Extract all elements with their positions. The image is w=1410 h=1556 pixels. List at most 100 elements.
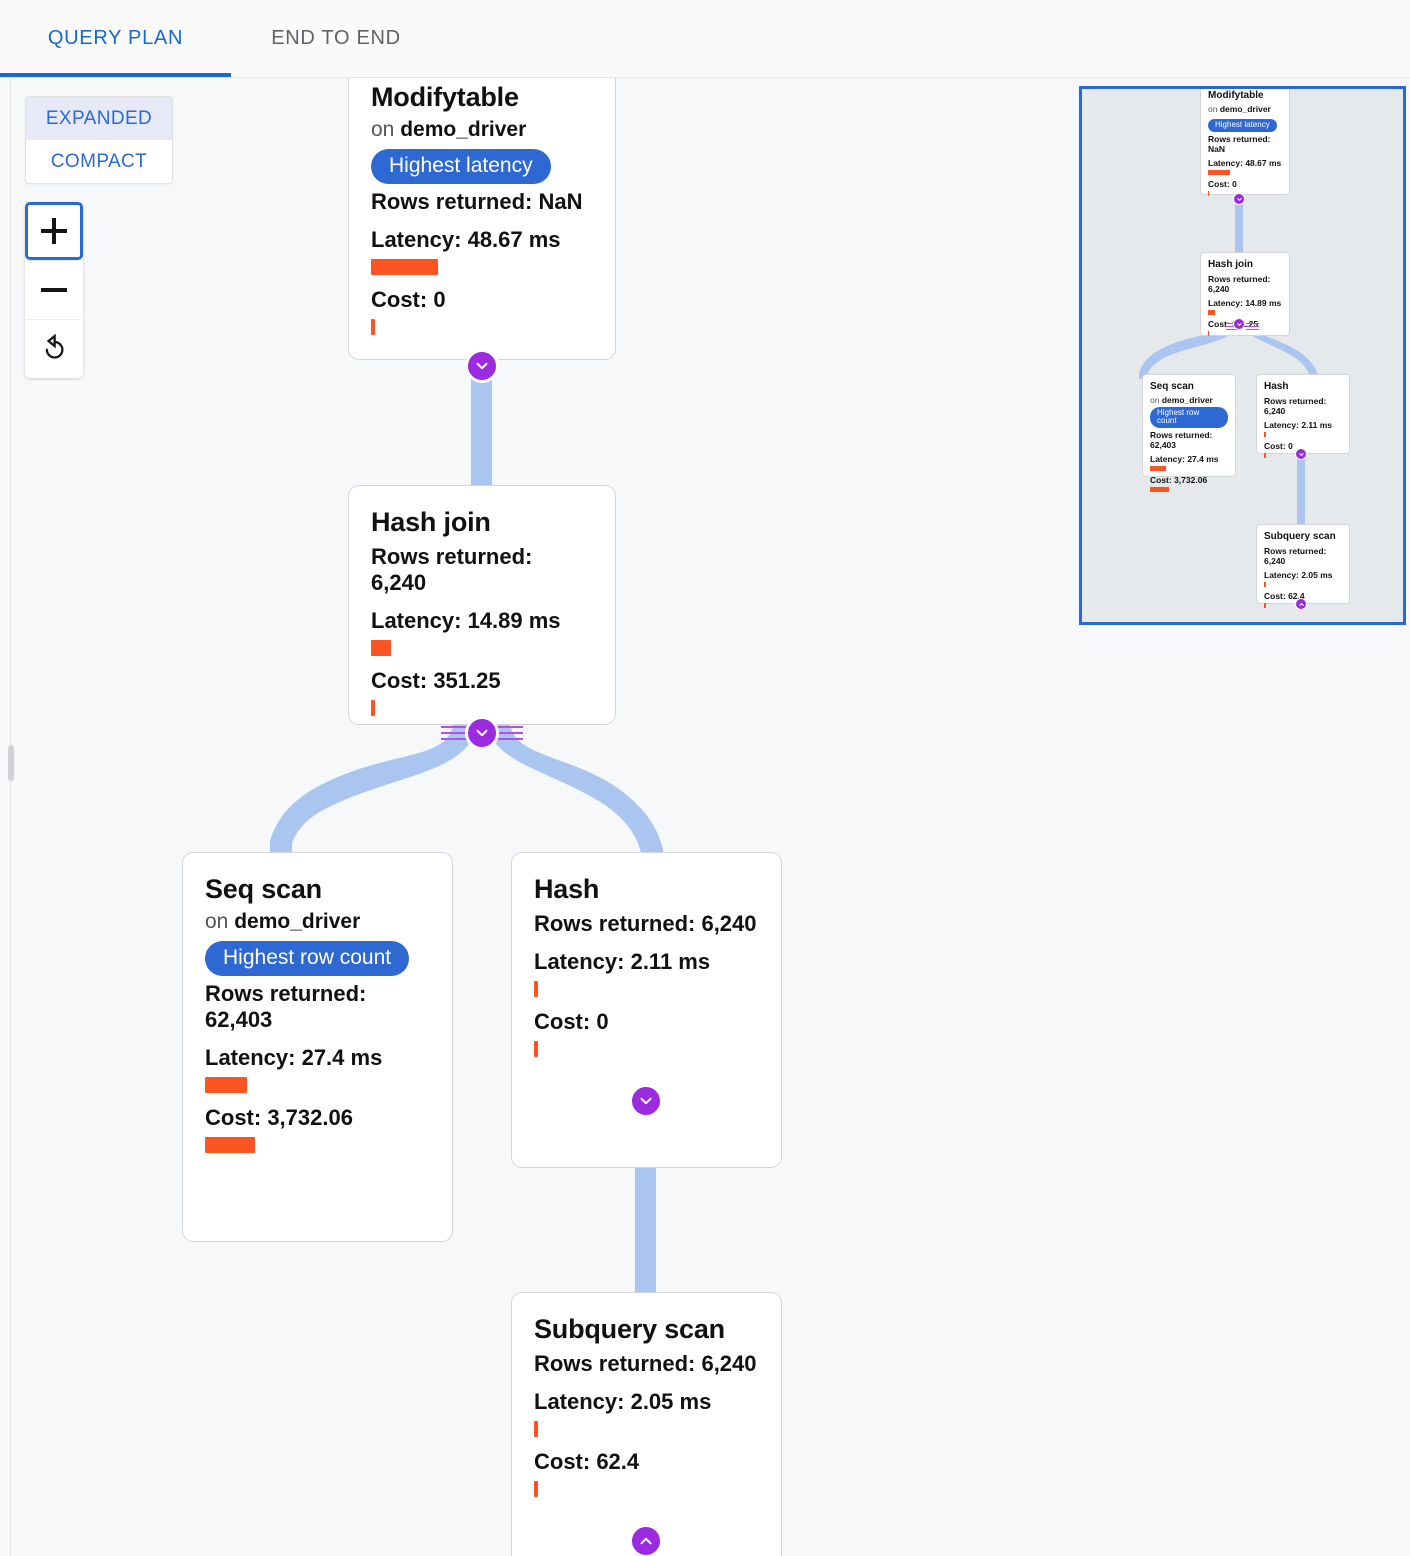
cost-bar <box>1264 452 1266 458</box>
metric-rows-returned: Rows returned: 6,240 <box>1264 545 1327 566</box>
zoom-in-button[interactable] <box>25 202 83 260</box>
metric-cost: Cost: 3,732.06 <box>205 1104 353 1130</box>
metric-rows-returned: Rows returned: 6,240 <box>534 1350 757 1376</box>
chevron-down-icon <box>1236 197 1242 201</box>
reset-icon <box>45 334 64 359</box>
plan-node-subquery-scan[interactable]: Subquery scan Rows returned: 6,240 Laten… <box>511 1292 782 1556</box>
metric-latency: Latency: 48.67 ms <box>1208 157 1282 168</box>
metric-latency: Latency: 27.4 ms <box>1150 453 1219 464</box>
on-label: on <box>1208 103 1218 114</box>
metric-latency: Latency: 2.11 ms <box>1264 419 1333 430</box>
latency-bar <box>371 639 391 656</box>
edge-hashjoin-seqscan <box>270 723 475 863</box>
zoom-out-button[interactable] <box>25 261 83 319</box>
relation-name: demo_driver <box>234 909 361 933</box>
tab-query-plan[interactable]: QUERY PLAN <box>0 0 231 77</box>
metric-rows-returned: Rows returned: NaN <box>1208 133 1271 154</box>
metric-cost: Cost: 351.25 <box>371 667 501 693</box>
panel-resize-handle[interactable] <box>8 745 14 781</box>
metric-rows-returned: Rows returned: 6,240 <box>534 910 757 936</box>
metric-rows-returned: Rows returned: 6,240 <box>1208 273 1271 294</box>
metric-latency: Latency: 2.11 ms <box>534 948 711 974</box>
status-badge: Highest latency <box>1208 118 1277 132</box>
zoom-reset-button[interactable] <box>25 320 83 378</box>
node-title: Subquery scan <box>1264 531 1336 542</box>
minimap-node-seq-scan: Seq scan on demo_driver Highest row coun… <box>1142 374 1236 492</box>
metric-latency: Latency: 2.05 ms <box>534 1388 712 1414</box>
metric-cost: Cost: 62.4 <box>534 1448 640 1474</box>
metric-latency: Latency: 48.67 ms <box>371 226 561 252</box>
status-badge: Highest row count <box>1150 406 1228 428</box>
node-title: Hash <box>534 874 600 904</box>
metric-cost: Cost: 0 <box>371 286 446 312</box>
minimap-connector-modifytable <box>1233 193 1245 205</box>
metric-cost: Cost: 0 <box>1208 178 1237 189</box>
cost-bar <box>1208 190 1210 196</box>
node-title: Subquery scan <box>534 1314 725 1344</box>
connector-hash[interactable] <box>629 1084 663 1118</box>
on-label: on <box>1150 394 1160 405</box>
node-title: Seq scan <box>205 874 322 904</box>
node-title: Modifytable <box>1208 90 1264 101</box>
connector-hash-join[interactable] <box>465 716 499 750</box>
connector-subquery-scan[interactable] <box>629 1524 663 1556</box>
connector-modifytable[interactable] <box>465 349 499 383</box>
node-relation: on demo_driver <box>1208 104 1282 114</box>
zoom-controls <box>25 202 83 378</box>
minimap-node-modifytable: Modifytable on demo_driver Highest laten… <box>1200 89 1290 196</box>
cost-bar <box>1264 602 1266 608</box>
minimap-edge-modifytable-hashjoin <box>1235 199 1243 254</box>
edge-hashjoin-hash <box>488 723 663 863</box>
cost-bar <box>534 1480 538 1497</box>
node-title: Hash join <box>1208 259 1254 270</box>
latency-bar <box>1208 169 1231 175</box>
mode-button-compact[interactable]: COMPACT <box>26 140 172 183</box>
metric-latency: Latency: 2.05 ms <box>1264 569 1333 580</box>
cost-bar <box>1208 330 1210 336</box>
metric-latency: Latency: 14.89 ms <box>371 607 561 633</box>
mode-button-expanded[interactable]: EXPANDED <box>26 97 172 140</box>
divider <box>27 319 81 320</box>
node-title: Hash join <box>371 507 491 537</box>
metric-latency: Latency: 27.4 ms <box>205 1044 383 1070</box>
metric-rows-returned: Rows returned: 6,240 <box>371 543 533 595</box>
plan-node-seq-scan[interactable]: Seq scan on demo_driver Highest row coun… <box>182 852 453 1242</box>
plan-minimap[interactable]: Modifytable on demo_driver Highest laten… <box>1079 86 1406 625</box>
chevron-down-icon <box>1236 322 1242 326</box>
minimap-connector-hash-join <box>1233 318 1245 330</box>
latency-bar <box>371 258 438 275</box>
cost-bar <box>1150 486 1169 492</box>
relation-name: demo_driver <box>1219 103 1271 114</box>
node-relation: on demo_driver <box>205 910 430 934</box>
tab-end-to-end[interactable]: END TO END <box>231 0 441 77</box>
minimap-connector-rail-right <box>1246 323 1259 330</box>
metric-cost: Cost: 3,732.06 <box>1150 474 1208 485</box>
metric-cost: Cost: 351.25 <box>1208 318 1258 329</box>
latency-bar <box>1264 581 1266 587</box>
metric-rows-returned: Rows returned: NaN <box>371 188 583 214</box>
minimap-connector-rail-left <box>1226 323 1239 330</box>
connector-rail-left <box>441 726 473 742</box>
latency-bar <box>534 1420 538 1437</box>
minimap-connector-subquery-scan <box>1295 598 1307 610</box>
latency-bar <box>1264 431 1266 437</box>
latency-bar <box>205 1076 247 1093</box>
relation-name: demo_driver <box>1161 394 1213 405</box>
latency-bar <box>1150 465 1166 471</box>
plan-node-hash[interactable]: Hash Rows returned: 6,240 Latency: 2.11 … <box>511 852 782 1168</box>
status-badge: Highest row count <box>205 940 410 976</box>
node-title: Hash <box>1264 381 1289 392</box>
metric-rows-returned: Rows returned: 62,403 <box>1150 429 1213 450</box>
minimap-node-subquery-scan: Subquery scan Rows returned: 6,240 Laten… <box>1256 524 1350 608</box>
latency-bar <box>1208 309 1216 315</box>
minimap-node-hash-join: Hash join Rows returned: 6,240 Latency: … <box>1200 252 1290 336</box>
metric-cost: Cost: 62.4 <box>1264 590 1305 601</box>
layout-mode-toggle: EXPANDED COMPACT <box>25 96 173 184</box>
plan-node-hash-join[interactable]: Hash join Rows returned: 6,240 Latency: … <box>348 485 616 725</box>
metric-cost: Cost: 0 <box>1264 440 1293 451</box>
node-title: Seq scan <box>1150 381 1194 392</box>
cost-bar <box>534 1040 538 1057</box>
plan-canvas[interactable]: EXPANDED COMPACT Modifytable on <box>0 78 1410 1556</box>
plan-node-modifytable[interactable]: Modifytable on demo_driver Highest laten… <box>348 78 616 360</box>
relation-name: demo_driver <box>400 117 527 141</box>
